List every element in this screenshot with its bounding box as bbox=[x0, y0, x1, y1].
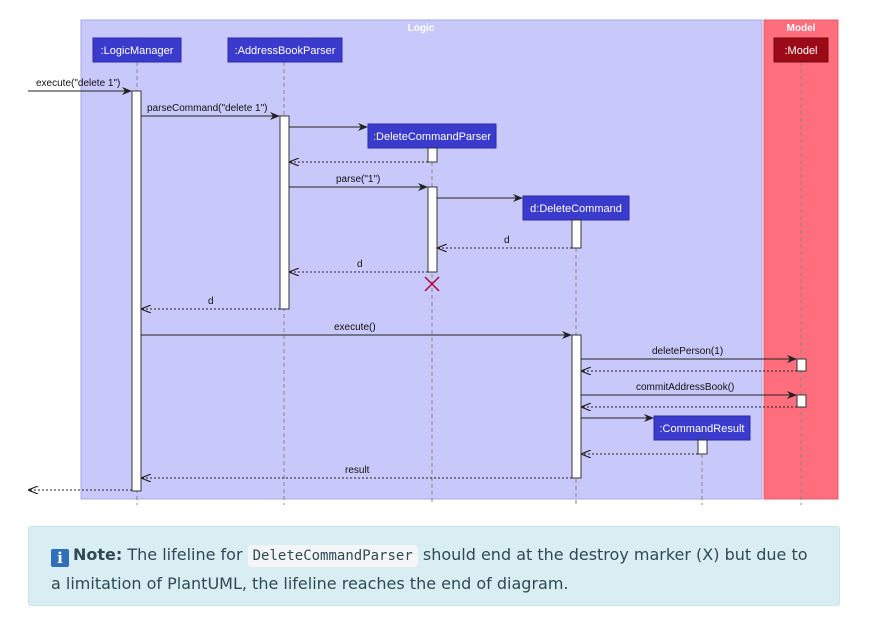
activation-delete-command-parser-parse bbox=[427, 186, 438, 273]
participant-delete-command-parser-label: :DeleteCommandParser bbox=[373, 131, 491, 143]
activation-model-commit bbox=[796, 394, 807, 408]
participant-delete-command-label: d:DeleteCommand bbox=[530, 203, 622, 215]
participant-logic-manager bbox=[92, 37, 182, 63]
activation-delete-command-execute bbox=[571, 334, 582, 479]
activation-delete-command-init bbox=[571, 219, 582, 249]
message-delete-person-label: deletePerson(1) bbox=[652, 346, 723, 357]
info-icon: i bbox=[51, 549, 69, 567]
message-return-d-1-label: d bbox=[504, 235, 510, 246]
participant-command-result bbox=[653, 415, 751, 441]
logic-frame-title: Logic bbox=[408, 23, 435, 34]
note-text-before: The lifeline for bbox=[122, 545, 248, 564]
note-text-after: should end at the destroy marker (X) but… bbox=[51, 545, 808, 593]
activation-address-book-parser bbox=[279, 115, 290, 310]
activation-command-result bbox=[697, 439, 708, 455]
note-code: DeleteCommandParser bbox=[247, 545, 418, 567]
model-frame-title: Model bbox=[787, 23, 816, 34]
message-parse-label: parse("1") bbox=[336, 174, 380, 185]
participant-model-label: :Model bbox=[784, 45, 817, 57]
message-execute-delete-label: execute("delete 1") bbox=[36, 78, 120, 89]
participant-delete-command bbox=[522, 195, 630, 221]
activation-model-delete bbox=[796, 358, 807, 372]
participant-delete-command-parser bbox=[367, 123, 497, 149]
message-parse-command-label: parseCommand("delete 1") bbox=[147, 103, 268, 114]
message-result-label: result bbox=[345, 465, 370, 476]
participant-logic-manager-label: :LogicManager bbox=[101, 45, 174, 57]
message-return-d-3-label: d bbox=[208, 296, 214, 307]
participant-address-book-parser bbox=[227, 37, 343, 63]
message-commit-label: commitAddressBook() bbox=[636, 382, 734, 393]
participant-command-result-label: :CommandResult bbox=[660, 423, 745, 435]
note-label: Note: bbox=[73, 545, 123, 564]
message-return-d-2-label: d bbox=[357, 259, 363, 270]
message-execute-label: execute() bbox=[334, 322, 376, 333]
activations bbox=[131, 90, 807, 492]
activation-logic-manager bbox=[131, 90, 142, 492]
participant-model bbox=[773, 37, 829, 63]
participant-address-book-parser-label: :AddressBookParser bbox=[235, 45, 336, 57]
destroy-marker bbox=[424, 276, 440, 292]
sequence-diagram: Logic Model :LogicManager :AddressBookPa… bbox=[28, 19, 839, 505]
activation-delete-command-parser-init bbox=[427, 147, 438, 163]
